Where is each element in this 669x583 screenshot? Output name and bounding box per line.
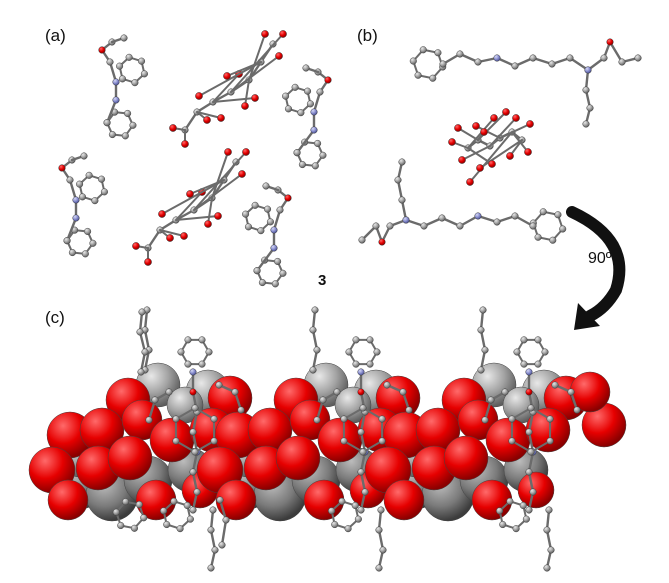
hydrazone-molecule [282, 64, 332, 170]
stacked-hydrazone-column [309, 306, 413, 572]
panel-label-b: (b) [357, 26, 378, 45]
hydrazone-molecule-side-view-top [409, 38, 642, 128]
compound-number-label: 3 [318, 272, 327, 289]
carboxylic-acid-molecule [169, 30, 287, 148]
rotation-angle-label: 90º [588, 250, 612, 267]
hydrazone-molecule-side-view-bottom [358, 158, 567, 246]
space-filling-packing-view [28, 362, 627, 522]
stacked-hydrazone-column [477, 306, 581, 572]
acid-molecule-side-view [448, 108, 534, 186]
hydrazone-molecule [58, 152, 108, 258]
rotation-arrow [566, 206, 626, 330]
panel-label-c: (c) [45, 308, 65, 327]
stacked-hydrazone-column [141, 306, 245, 572]
panel-label-a: (a) [45, 26, 66, 45]
hydrazone-molecule [98, 34, 148, 140]
hydrazone-molecule [242, 182, 292, 288]
molecule-layer [28, 30, 642, 572]
carboxylic-acid-molecule [132, 148, 250, 266]
left-edge-pendants [112, 308, 230, 549]
